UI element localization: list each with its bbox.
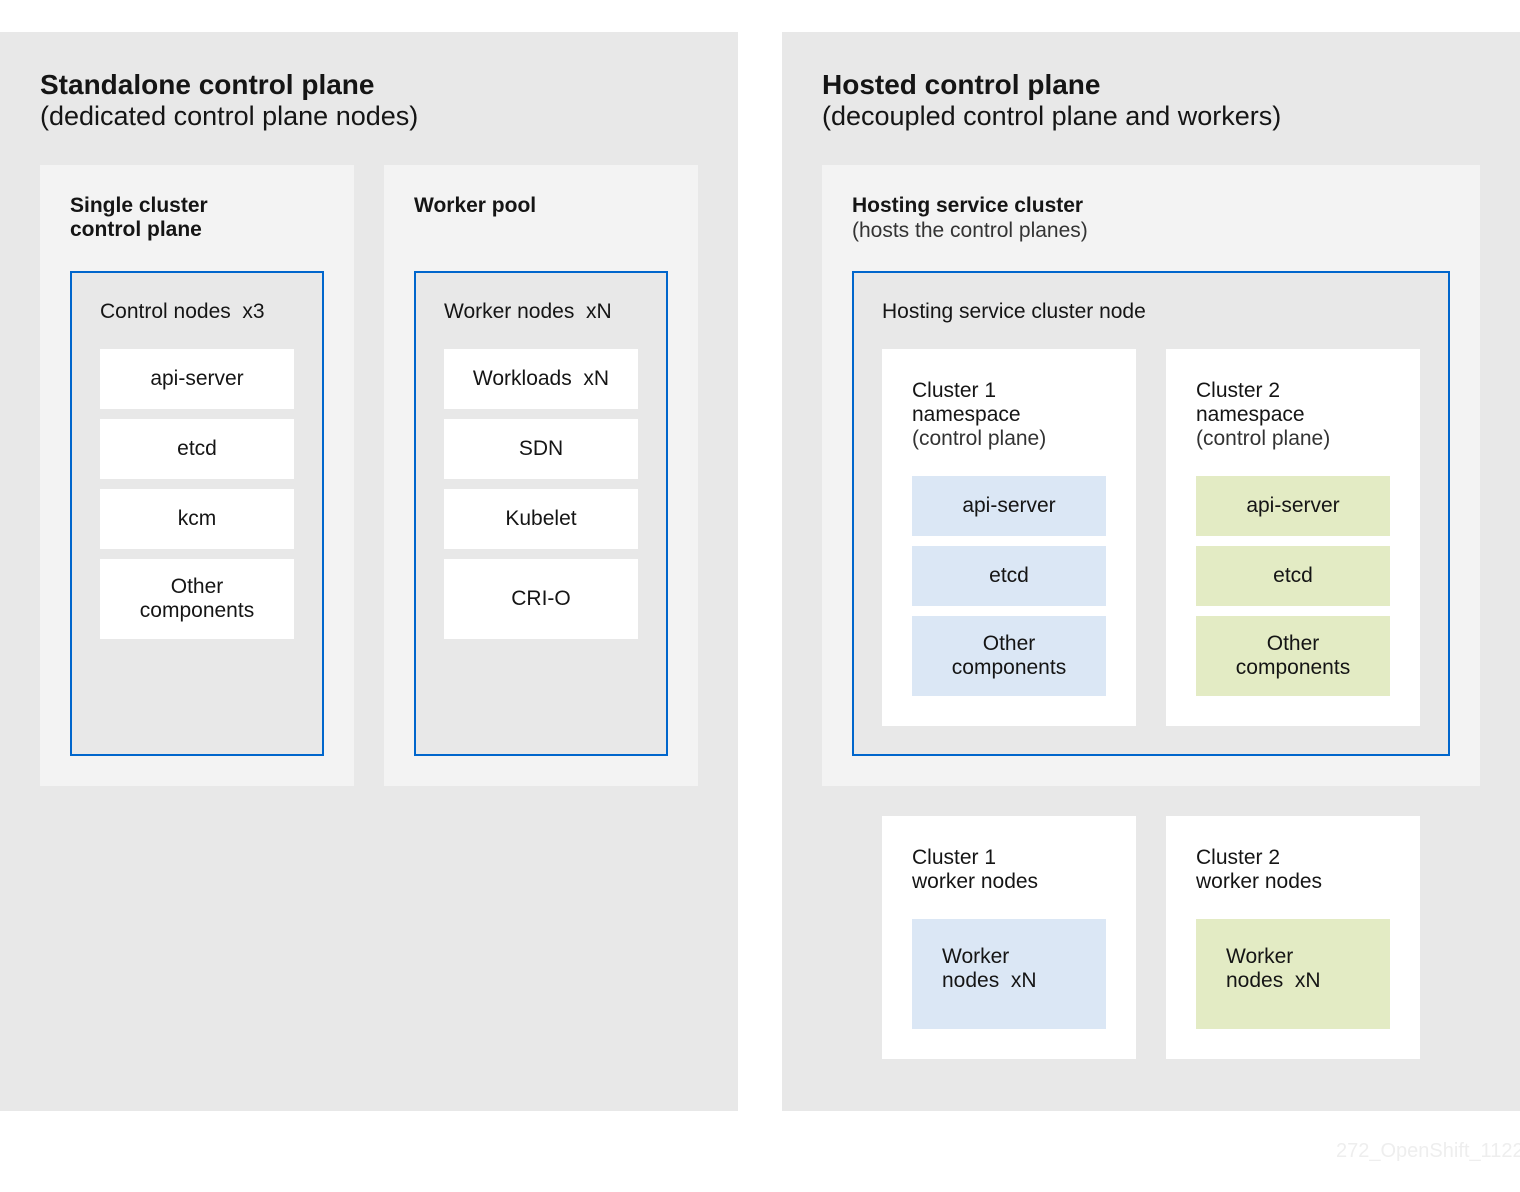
label-line: (control plane) [912, 427, 1047, 450]
label-line: namespace [912, 403, 1021, 426]
cluster1-other: Other components [912, 616, 1106, 696]
standalone-subtitle: (dedicated control plane nodes) [40, 101, 419, 131]
hosting-cluster-sublabel: (hosts the control planes) [852, 219, 1088, 242]
label-line: nodes xN [1226, 969, 1321, 992]
label-line: Cluster 2 [1196, 846, 1281, 869]
cluster2-api-server: api-server [1196, 476, 1390, 536]
component-workloads: Workloads xN [444, 349, 638, 409]
component-etcd: etcd [100, 419, 294, 479]
cluster1-etcd: etcd [912, 546, 1106, 606]
watermark: 272_OpenShift_1122 [1336, 1140, 1520, 1162]
component-other: Other components [100, 559, 294, 639]
label-line: Single cluster [70, 194, 208, 217]
label-line: worker nodes [912, 870, 1039, 893]
worker-nodes-label: Worker nodes xN [444, 300, 612, 323]
cluster2-etcd: etcd [1196, 546, 1390, 606]
label-line: worker nodes [1196, 870, 1323, 893]
component-crio: CRI-O [444, 559, 638, 639]
standalone-title: Standalone control plane [40, 69, 375, 100]
label-line: control plane [70, 218, 202, 241]
label-line: namespace [1196, 403, 1305, 426]
label-line: Cluster 1 [912, 846, 997, 869]
cluster1-api-server: api-server [912, 476, 1106, 536]
component-sdn: SDN [444, 419, 638, 479]
label-line: Cluster 2 [1196, 379, 1281, 402]
label-line: (control plane) [1196, 427, 1331, 450]
control-nodes-label: Control nodes x3 [100, 300, 265, 323]
worker-pool-label: Worker pool [414, 194, 537, 217]
cluster2-other: Other components [1196, 616, 1390, 696]
label-line: nodes xN [942, 969, 1037, 992]
hosting-node-label: Hosting service cluster node [882, 300, 1146, 323]
component-kubelet: Kubelet [444, 489, 638, 549]
label-line: Worker [1226, 945, 1294, 968]
label-line: Worker [942, 945, 1010, 968]
component-api-server: api-server [100, 349, 294, 409]
label-line: Cluster 1 [912, 379, 997, 402]
hosted-subtitle: (decoupled control plane and workers) [822, 101, 1282, 131]
component-kcm: kcm [100, 489, 294, 549]
hosted-title: Hosted control plane [822, 69, 1101, 100]
hosting-cluster-label: Hosting service cluster [852, 194, 1084, 217]
